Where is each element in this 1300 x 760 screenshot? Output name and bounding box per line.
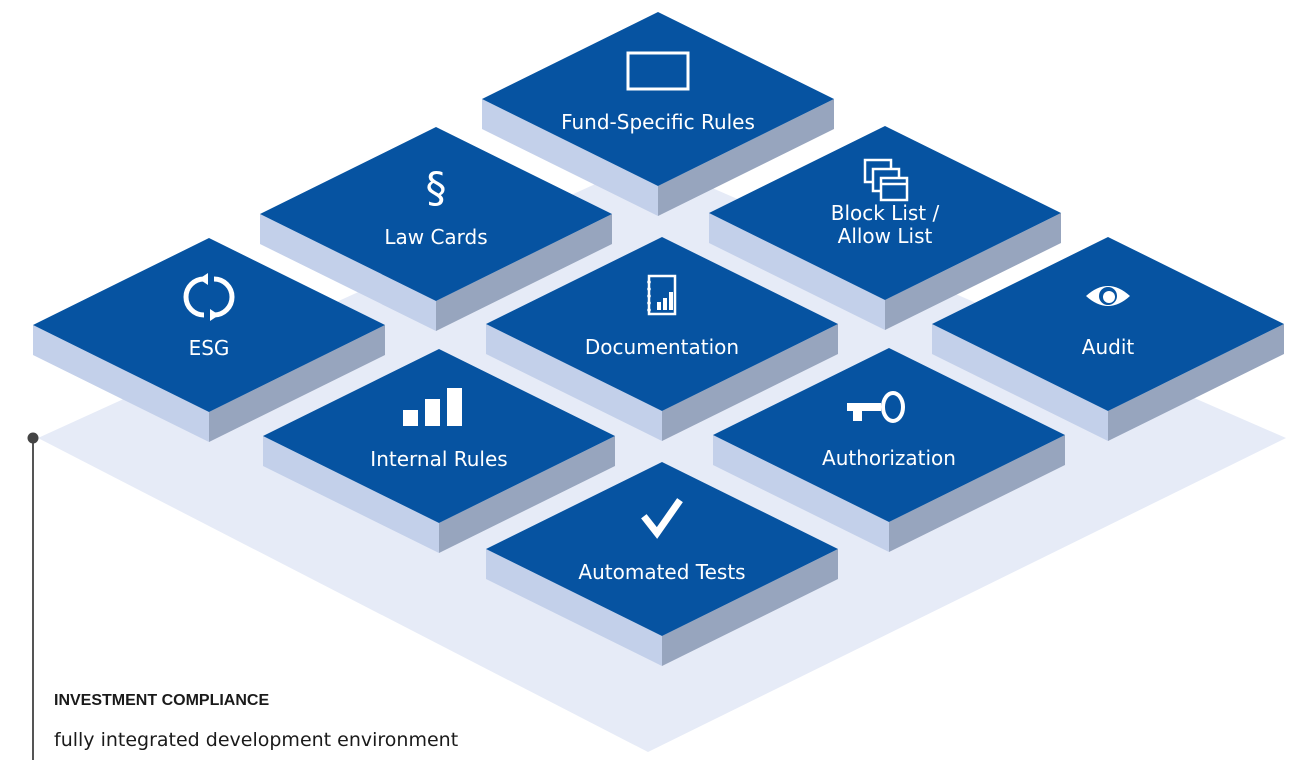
bar-chart-icon (403, 388, 462, 426)
tile-label: Audit (1082, 335, 1135, 359)
tile-label: Automated Tests (578, 560, 745, 584)
tile-top (482, 12, 834, 186)
tile-top (486, 462, 838, 636)
tile-side-left (713, 435, 889, 552)
eye-icon (1086, 286, 1130, 306)
tile-side-left (263, 436, 439, 553)
tile-label: Internal Rules (370, 447, 507, 471)
tile-top (260, 127, 612, 301)
tile-side-left (932, 324, 1108, 441)
tile-label: Allow List (838, 224, 933, 248)
tile-fund-specific-rules[interactable]: Fund-Specific Rules (482, 12, 834, 216)
tile-side-right (439, 436, 615, 553)
tile-side-left (482, 99, 658, 216)
tile-top (263, 349, 615, 523)
tile-side-left (260, 214, 436, 331)
tile-top (486, 237, 838, 411)
tile-authorization[interactable]: Authorization (713, 348, 1065, 552)
section-sign-icon: § (426, 163, 447, 212)
tile-top (713, 348, 1065, 522)
stacked-windows-icon (863, 158, 909, 202)
tile-side-left (486, 549, 662, 666)
tile-label: ESG (189, 336, 230, 360)
tile-side-left (709, 213, 885, 330)
refresh-icon (183, 273, 235, 321)
tile-label: Fund-Specific Rules (561, 110, 755, 134)
tile-top (33, 238, 385, 412)
tile-law-cards[interactable]: § Law Cards (260, 127, 612, 331)
tile-label: Law Cards (384, 225, 487, 249)
tile-side-right (662, 324, 838, 441)
tile-side-right (662, 549, 838, 666)
caption-title: INVESTMENT COMPLIANCE (54, 692, 270, 709)
tile-documentation[interactable]: Documentation (486, 237, 838, 441)
tile-audit[interactable]: Audit (932, 237, 1284, 441)
tile-side-right (209, 325, 385, 442)
caption-subtitle: fully integrated development environment (54, 729, 459, 751)
rectangle-icon (626, 51, 690, 91)
tile-side-right (1108, 324, 1284, 441)
tile-block-allow-list[interactable]: Block List /Allow List (709, 126, 1061, 330)
leader-dot (27, 432, 39, 444)
tile-side-left (33, 325, 209, 442)
tile-label: Authorization (822, 446, 956, 470)
tile-internal-rules[interactable]: Internal Rules (263, 349, 615, 553)
tile-top (932, 237, 1284, 411)
tile-top (709, 126, 1061, 300)
tile-side-right (436, 214, 612, 331)
key-icon (847, 391, 905, 423)
tile-side-right (889, 435, 1065, 552)
tile-automated-tests[interactable]: Automated Tests (486, 462, 838, 666)
tile-label: Block List / (831, 201, 940, 225)
tile-label: Documentation (585, 335, 739, 359)
document-chart-icon (647, 274, 677, 316)
checkmark-icon (641, 498, 683, 539)
tile-side-right (658, 99, 834, 216)
svg-text:§: § (426, 163, 447, 212)
tile-side-left (486, 324, 662, 441)
tile-esg[interactable]: ESG (33, 238, 385, 442)
tile-side-right (885, 213, 1061, 330)
